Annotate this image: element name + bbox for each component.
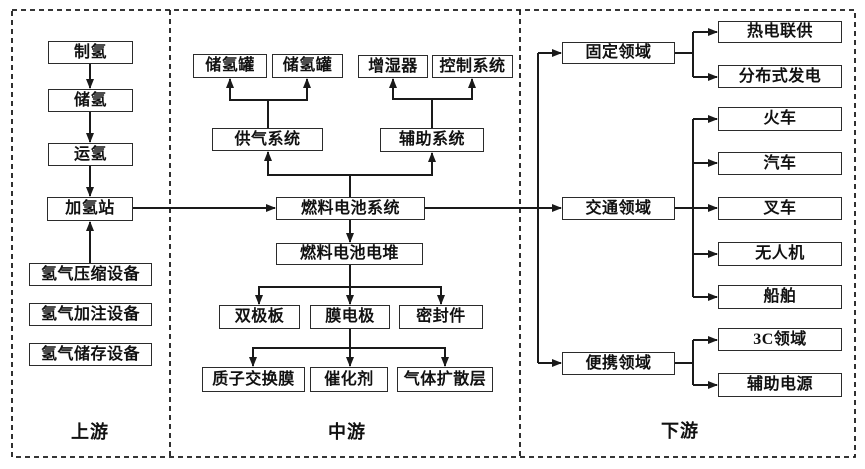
node-gas-supply-system: 供气系统 <box>212 128 323 151</box>
node-portable-field: 便携领域 <box>562 352 675 375</box>
node-bipolar-plate: 双极板 <box>219 305 300 329</box>
connector-fc-system-to-gas-supply <box>264 151 351 197</box>
section-label-midstream: 中游 <box>328 422 366 442</box>
node-hydrogen-transport: 运氢 <box>48 143 133 166</box>
connector-fc-system-to-auxiliary <box>350 152 436 176</box>
node-auxiliary-power: 辅助电源 <box>718 373 842 397</box>
node-transportation-field: 交通领域 <box>562 197 675 220</box>
node-3c-field: 3C领域 <box>718 328 842 351</box>
connector-mea-to-gdl <box>350 347 449 367</box>
node-stationary-field: 固定领域 <box>562 42 675 64</box>
node-catalyst: 催化剂 <box>310 367 388 392</box>
node-proton-exchange-membrane: 质子交换膜 <box>202 367 305 392</box>
section-label-upstream: 上游 <box>71 422 109 442</box>
node-compression-equipment: 氢气压缩设备 <box>29 263 152 286</box>
connector-auxiliary-to-control <box>432 78 476 100</box>
node-humidifier: 增湿器 <box>358 55 428 78</box>
connector-gas-supply-to-tank1 <box>226 78 269 128</box>
node-hydrogen-tank-1: 储氢罐 <box>193 54 267 78</box>
node-hydrogen-tank-2: 储氢罐 <box>272 54 343 78</box>
node-control-system: 控制系统 <box>432 55 513 78</box>
node-distributed-generation: 分布式发电 <box>718 65 842 88</box>
node-train: 火车 <box>718 107 842 131</box>
connector-mea-to-pem <box>249 329 351 367</box>
connector-stack-to-bipolar <box>255 265 351 305</box>
node-automobile: 汽车 <box>718 152 842 175</box>
connector-auxiliary-to-humidifier <box>389 78 433 128</box>
outer-dashed-border <box>11 9 856 458</box>
node-forklift: 叉车 <box>718 197 842 220</box>
node-membrane-electrode: 膜电极 <box>310 305 390 329</box>
node-drone: 无人机 <box>718 242 842 266</box>
node-ship: 船舶 <box>718 285 842 309</box>
section-label-downstream: 下游 <box>661 421 699 441</box>
node-fuel-cell-system: 燃料电池系统 <box>276 197 425 220</box>
connector-gas-supply-to-tank2 <box>268 78 311 101</box>
node-hydrogen-production: 制氢 <box>48 41 133 64</box>
connector-stack-to-seal <box>350 286 445 305</box>
node-chp: 热电联供 <box>718 21 842 43</box>
node-refueling-equipment: 氢气加注设备 <box>29 303 152 326</box>
node-storage-equipment: 氢气储存设备 <box>29 343 152 366</box>
node-fuel-cell-stack: 燃料电池电堆 <box>276 243 423 265</box>
node-seal: 密封件 <box>399 305 483 329</box>
node-gas-diffusion-layer: 气体扩散层 <box>397 367 493 392</box>
node-auxiliary-system: 辅助系统 <box>380 128 484 152</box>
node-hydrogen-storage: 储氢 <box>48 89 133 112</box>
node-refueling-station: 加氢站 <box>47 197 133 221</box>
